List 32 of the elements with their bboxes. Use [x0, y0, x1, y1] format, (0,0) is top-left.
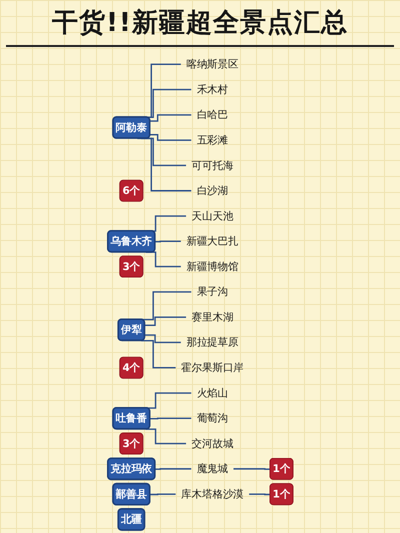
connector: [144, 316, 186, 326]
connector: [140, 291, 191, 320]
connector: [150, 418, 191, 420]
node-text: 魔鬼城: [196, 462, 228, 476]
title: 干货!!新疆超全景点汇总: [6, 0, 394, 48]
node-text: 霍尔果斯口岸: [180, 362, 244, 374]
node-text: 可可托海: [191, 159, 233, 172]
connector: [154, 240, 180, 243]
connector: [248, 494, 270, 496]
connector: [150, 114, 191, 122]
node-text: 库木塔格沙漠: [180, 488, 244, 500]
connector: [233, 468, 270, 470]
connector: [140, 340, 176, 369]
node-text: 果子沟: [196, 286, 228, 298]
node-text: 白哈巴: [196, 108, 228, 122]
connector: [154, 468, 191, 470]
node-text: 五彩滩: [196, 134, 228, 146]
connector: [150, 494, 176, 496]
node-text: 天山天池: [191, 210, 233, 222]
node-text: 交河故城: [191, 437, 233, 450]
node-text: 火焰山: [196, 386, 228, 400]
node-text: 新疆博物馆: [186, 260, 238, 273]
node-text: 赛里木湖: [191, 310, 233, 324]
connector: [150, 134, 191, 142]
node-text: 禾木村: [196, 83, 228, 96]
node-text: 喀纳斯景区: [186, 58, 238, 71]
connector: [144, 334, 180, 344]
node-text: 白沙湖: [196, 184, 228, 197]
node-text: 新疆大巴扎: [186, 235, 238, 248]
connector: [145, 428, 186, 444]
node-text: 那拉提草原: [186, 336, 238, 349]
node-text: 葡萄沟: [196, 412, 228, 425]
